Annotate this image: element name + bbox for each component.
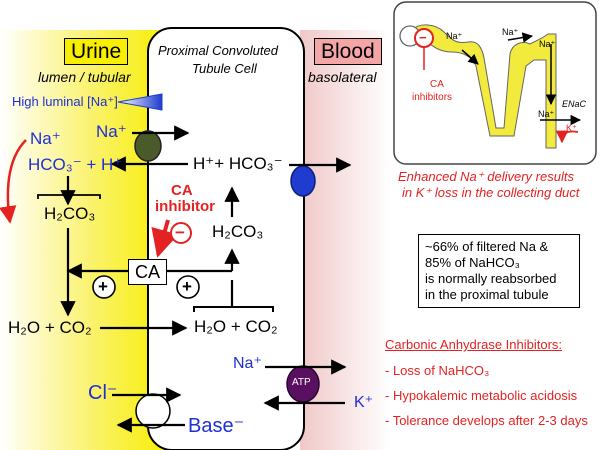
plus-circle-left <box>92 275 116 299</box>
urine-subtitle: lumen / tubular <box>38 69 131 85</box>
cell-title-line2: Tubule Cell <box>192 61 257 76</box>
hco3-h-lumen-label: HCO₃⁻ + H⁺ <box>28 155 123 174</box>
carbonic-anhydrase-box: CA <box>128 259 168 285</box>
inset-arrow-1 <box>461 49 479 65</box>
note-line-4: in the proximal tubule <box>425 287 549 302</box>
na-baso-label: Na⁺ <box>233 355 262 372</box>
inset-enac-label: ENaC <box>562 99 587 109</box>
summary-item-1: - Loss of NaHCO₃ <box>385 363 490 378</box>
inset-k-label: K⁺ <box>566 123 577 133</box>
h2o-co2-lumen-label: H₂O + CO₂ <box>8 318 92 337</box>
plus-sign-left: + <box>98 277 108 296</box>
h2co3-cell-label: H₂CO₃ <box>212 222 264 241</box>
na-lumen-loss-label: Na⁺ <box>30 129 61 148</box>
inhibitor-minus-sign: − <box>175 223 185 242</box>
arrow-ca-inhibitor <box>151 219 179 258</box>
caption-line2: in K⁺ loss in the collecting duct <box>402 185 580 200</box>
high-luminal-na-label: High luminal [Na⁺] <box>12 94 118 109</box>
ca-inhibitor-label-line2: inhibitor <box>155 198 215 215</box>
inset-na-4: Na⁺ <box>538 109 555 119</box>
caption-line1: Enhanced Na⁺ delivery results <box>398 169 574 184</box>
inset-arrow-2 <box>507 32 534 43</box>
plus-sign-right: + <box>182 277 192 296</box>
h2co3-lumen-label: H₂CO₃ <box>44 204 96 223</box>
inset-k-arrow <box>555 130 579 144</box>
summary-item-2: - Hypokalemic metabolic acidosis <box>385 388 578 403</box>
inhibitor-minus-circle <box>170 222 192 244</box>
k-baso-label: K⁺ <box>354 394 374 411</box>
urine-title: Urine <box>64 38 129 65</box>
blood-subtitle: basolateral <box>308 69 377 85</box>
inset-ca-inhibitors-line2: inhibitors <box>412 92 453 103</box>
inset-ca-inhibitors-line1: CA <box>430 79 444 90</box>
inset-na-2: Na⁺ <box>502 27 519 37</box>
h-hco3-cell-label: H⁺+ HCO₃⁻ <box>193 154 283 173</box>
hco3-transporter <box>290 165 316 197</box>
atp-label: ATP <box>292 377 311 388</box>
note-line-2: 85% of NaHCO₃ <box>425 255 520 270</box>
na-gradient-wedge <box>117 93 163 111</box>
base-label: Base⁻ <box>188 415 245 437</box>
nephron-tubule <box>411 24 557 149</box>
plus-circle-right <box>176 275 200 299</box>
h2o-co2-cell-label: H₂O + CO₂ <box>194 317 278 336</box>
cl-label: Cl⁻ <box>88 382 118 404</box>
summary-item-3: - Tolerance develops after 2-3 days <box>385 413 588 428</box>
inset-na-3: Na⁺ <box>539 39 556 49</box>
na-lumen-label: Na⁺ <box>96 122 127 141</box>
ca-inhibitor-label-line1: CA <box>171 182 193 199</box>
na-h-exchanger <box>134 130 162 162</box>
inset-minus-sign: − <box>419 30 427 45</box>
summary-title: Carbonic Anhydrase Inhibitors: <box>385 337 563 352</box>
bracket-h2o-co2 <box>193 306 274 312</box>
note-line-3: is normally reabsorbed <box>425 271 557 286</box>
lumen-region <box>0 30 170 450</box>
arrow-na-loss <box>0 139 27 224</box>
note-line-1: ~66% of filtered Na & <box>425 239 549 254</box>
bracket-h2co3-lumen <box>37 194 101 199</box>
cl-base-exchanger <box>135 393 171 429</box>
cell-title-line1: Proximal Convoluted <box>158 43 278 58</box>
reabsorption-note: ~66% of filtered Na & 85% of NaHCO₃ is n… <box>418 234 580 308</box>
inset-na-1: Na⁺ <box>446 31 463 41</box>
blood-title: Blood <box>314 38 382 65</box>
